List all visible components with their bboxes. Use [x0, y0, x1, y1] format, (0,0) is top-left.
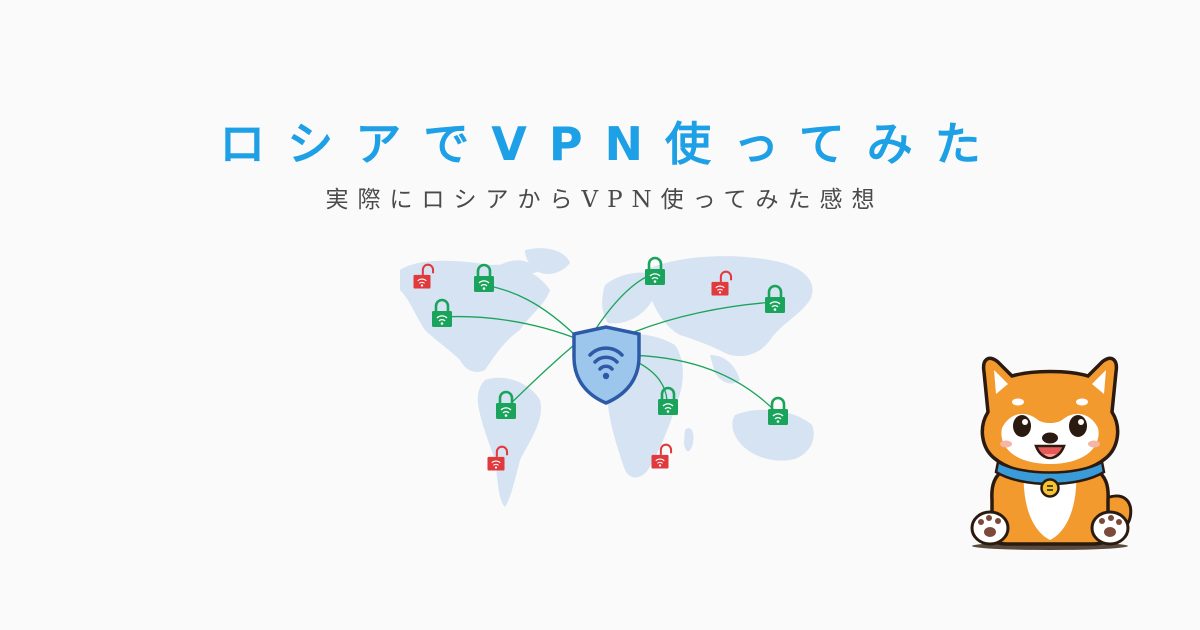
unlocked-padlock-icon	[711, 270, 733, 296]
world-map-icon	[400, 248, 814, 507]
locked-padlock-icon	[768, 396, 788, 425]
continents	[400, 248, 814, 507]
unlocked-padlock-icon	[487, 445, 509, 471]
locked-padlock-icon	[645, 256, 665, 285]
locked-padlock-icon	[658, 386, 678, 415]
shiba-dog-mascot-icon	[970, 356, 1133, 550]
locked-padlock-icon	[765, 284, 785, 313]
locked-padlock-icon	[474, 263, 494, 292]
unlocked-padlock-icon	[651, 443, 673, 469]
page-subtitle: 実際にロシアからVPN使ってみた感想	[325, 187, 884, 213]
page-title: ロシアでVPN使ってみた	[219, 117, 1003, 171]
vpn-shield-wifi-icon	[572, 325, 641, 405]
unlocked-padlock-icon	[413, 263, 435, 289]
locked-padlock-icon	[496, 390, 516, 419]
locked-padlock-icon	[432, 298, 452, 327]
